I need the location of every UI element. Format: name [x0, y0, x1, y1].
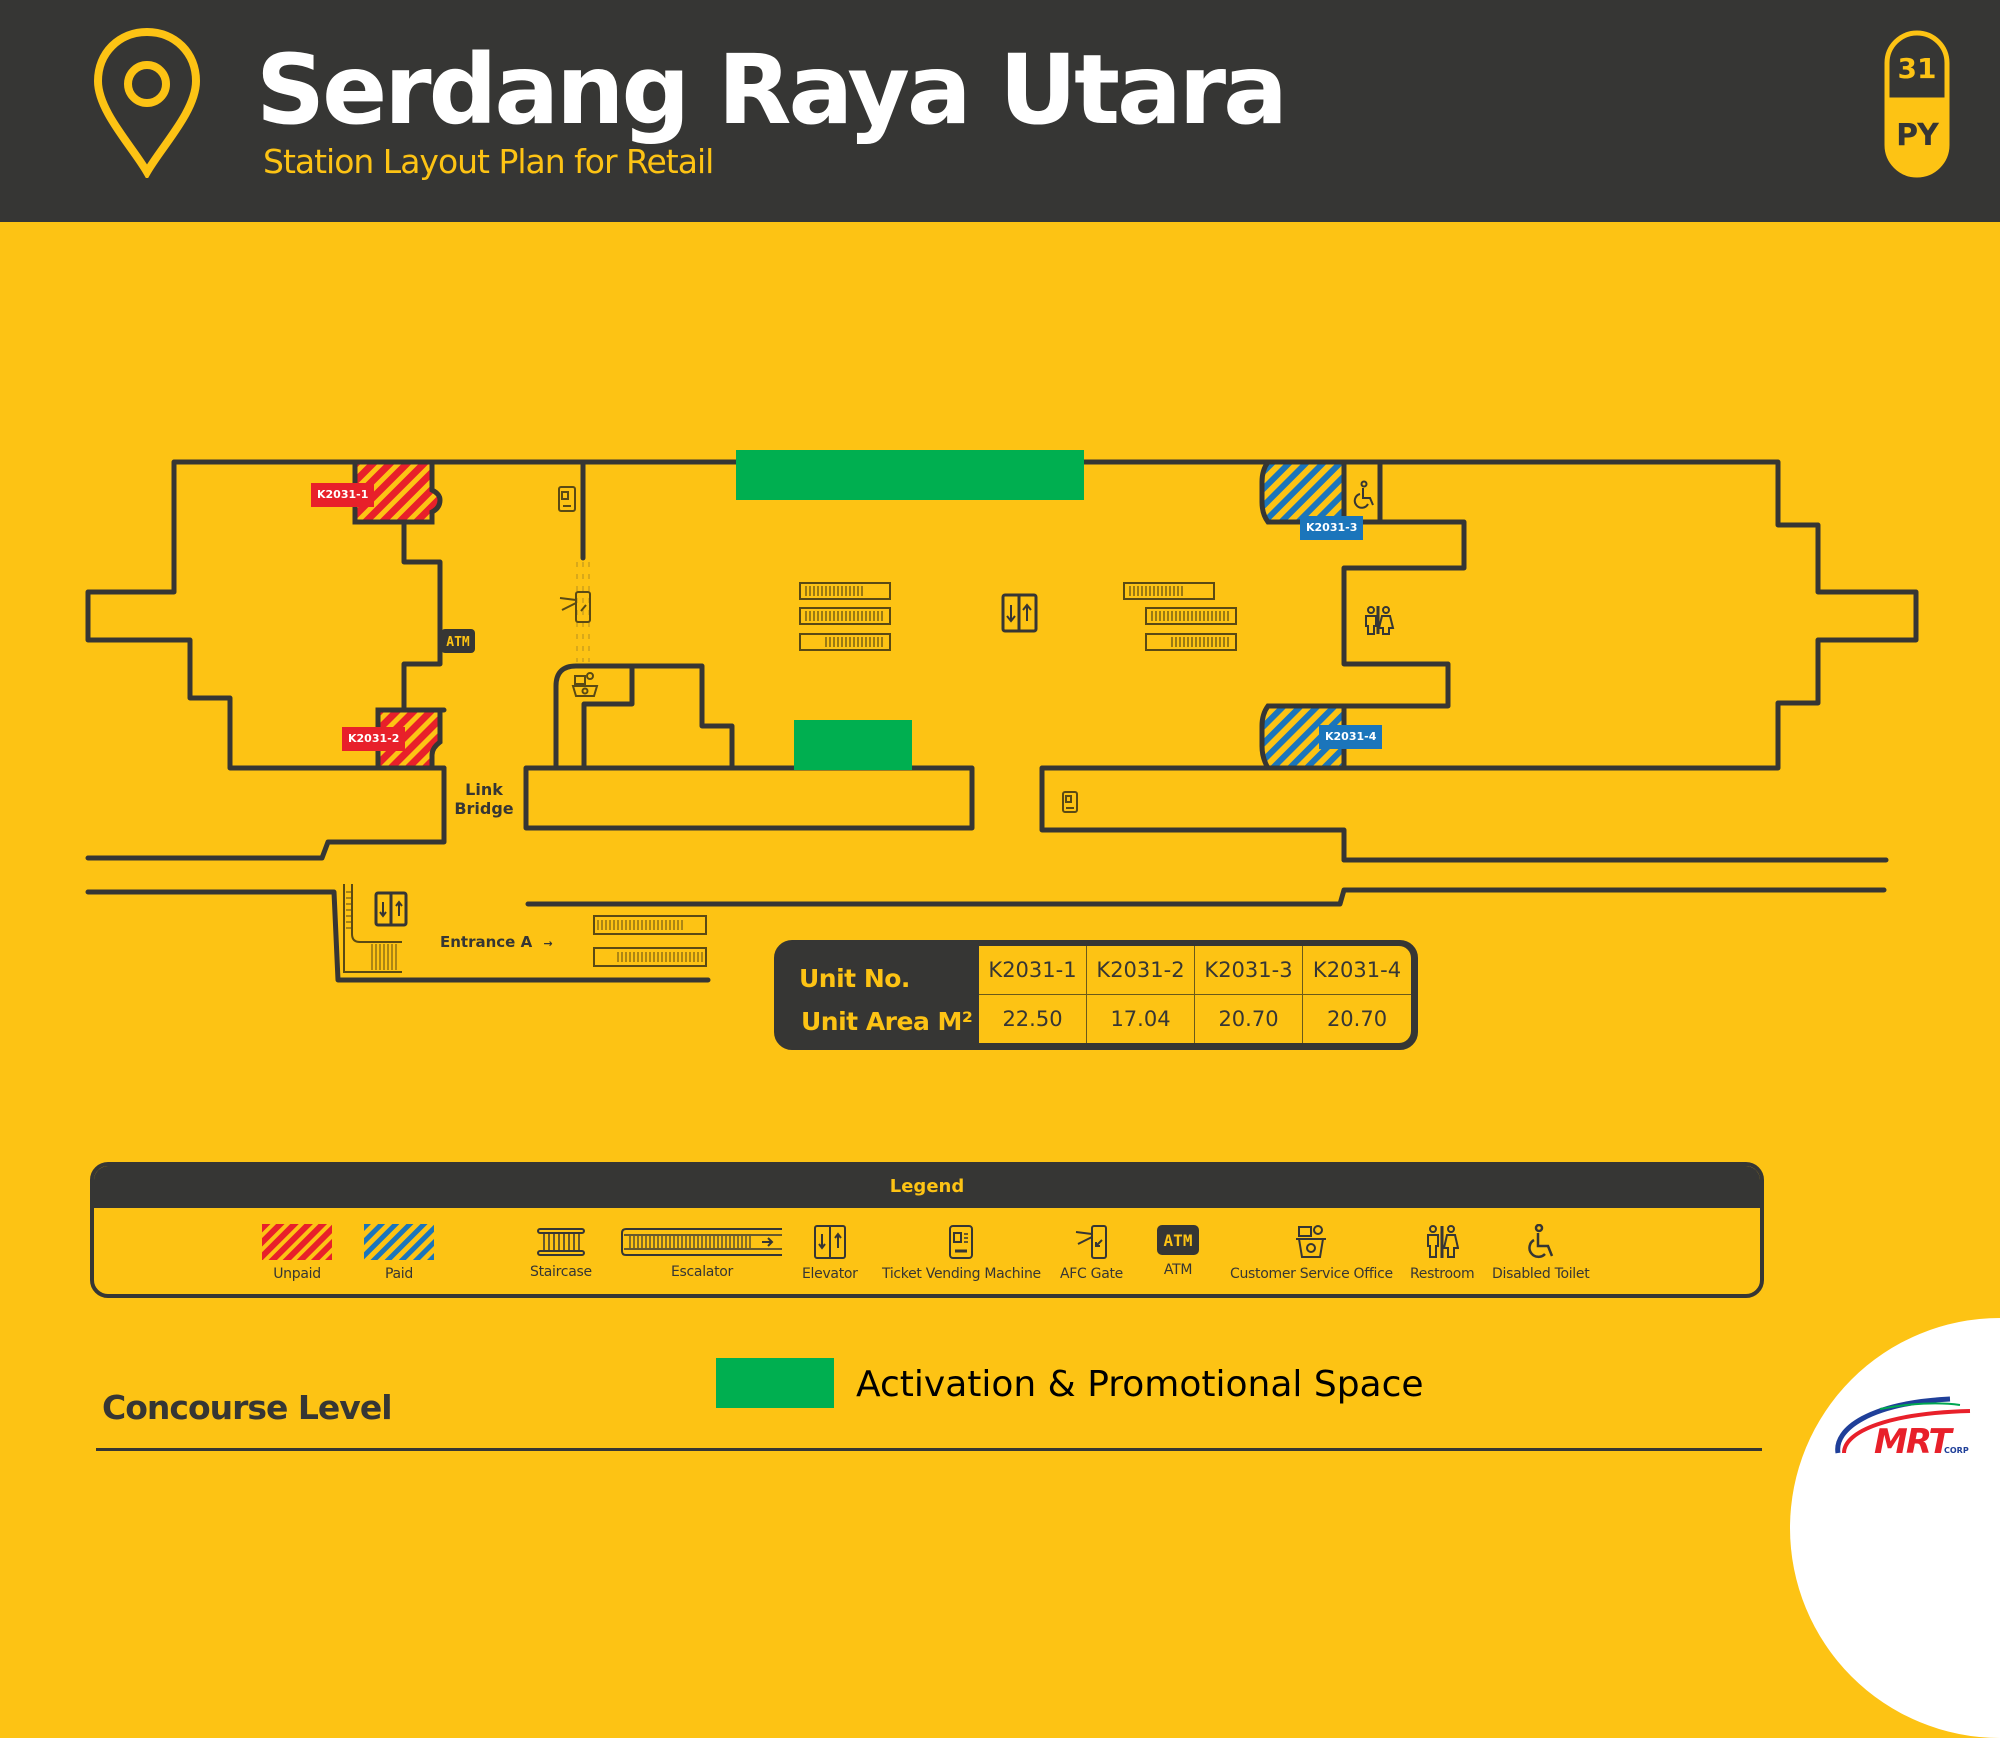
legend-item-customer-service-office: Customer Service Office	[1230, 1224, 1393, 1282]
ticket-vending-machine-icon	[558, 486, 576, 512]
page-subtitle: Station Layout Plan for Retail	[263, 142, 714, 181]
ticket-vending-machine-icon	[1062, 791, 1078, 813]
station-code-badge: 31 PY	[1884, 30, 1950, 178]
kiosk-label-k2031-4: K2031-4	[1319, 725, 1383, 749]
legend-item-elevator: Elevator	[802, 1224, 858, 1282]
escalator-icon	[1123, 582, 1237, 651]
kiosk-k2031-4-area	[1259, 703, 1347, 771]
unit-no-cell: K2031-3	[1195, 946, 1303, 995]
kiosk-k2031-1-area	[352, 459, 443, 525]
customer-service-icon	[1296, 1225, 1327, 1258]
ticket-vending-machine-icon	[949, 1225, 974, 1259]
afc-gate-icon	[1075, 1225, 1107, 1259]
restroom-icon	[1365, 606, 1395, 635]
unit-area-header: Unit Area M²	[801, 1007, 973, 1036]
elevator-icon	[813, 1225, 846, 1259]
floor-plan: ATM	[85, 450, 1919, 983]
legend-item-restroom: Restroom	[1410, 1224, 1475, 1282]
legend-item-unpaid: Unpaid	[262, 1224, 332, 1282]
kiosk-k2031-3-area	[1259, 459, 1347, 525]
station-code-line: PY	[1896, 118, 1939, 153]
legend-title: Legend	[889, 1176, 965, 1197]
link-bridge-label: Link Bridge	[454, 780, 514, 818]
unit-area-cell: 17.04	[1087, 994, 1195, 1043]
promo-space-bottom	[794, 720, 912, 770]
legend-item-staircase: Staircase	[530, 1226, 592, 1280]
header-bar: Serdang Raya Utara Station Layout Plan f…	[0, 0, 2000, 222]
station-name: Serdang Raya Utara	[256, 34, 1288, 146]
disabled-toilet-icon	[1527, 1224, 1553, 1259]
unit-no-cell: K2031-2	[1087, 946, 1195, 995]
unit-area-cell: 20.70	[1195, 994, 1303, 1043]
kiosk-label-k2031-2: K2031-2	[342, 727, 406, 751]
elevator-icon	[1001, 593, 1038, 633]
svg-text:MRT: MRT	[1874, 1422, 1954, 1462]
legend-header	[94, 1166, 1760, 1208]
map-pin-icon	[93, 27, 201, 178]
restroom-icon	[1427, 1225, 1460, 1258]
station-code-number: 31	[1897, 52, 1937, 85]
paid-swatch	[364, 1224, 434, 1260]
staircase-icon	[343, 884, 402, 973]
customer-service-icon	[571, 672, 599, 697]
legend-item-escalator: Escalator	[620, 1226, 784, 1280]
escalator-icon	[799, 582, 891, 651]
unit-no-cell: K2031-1	[979, 946, 1087, 995]
afc-gate-icon	[559, 591, 591, 623]
kiosk-label-k2031-3: K2031-3	[1300, 516, 1364, 540]
atm-icon: ATM	[1157, 1225, 1199, 1255]
promo-space-swatch	[716, 1358, 834, 1408]
legend-item-ticket-vending-machine: Ticket Vending Machine	[882, 1224, 1041, 1282]
legend-item-disabled-toilet: Disabled Toilet	[1492, 1224, 1590, 1282]
kiosk-k2031-2-area	[375, 707, 443, 771]
staircase-icon	[536, 1228, 585, 1256]
entrance-a-label: Entrance A →	[440, 933, 553, 951]
legend-panel: Legend Unpaid Paid Staircase Escalator	[90, 1162, 1764, 1298]
disabled-toilet-icon	[1353, 480, 1374, 509]
elevator-icon	[374, 891, 408, 927]
unit-table: Unit No. Unit Area M² K2031-1 K2031-2 K2…	[774, 940, 1418, 1050]
svg-text:CORP: CORP	[1944, 1446, 1969, 1455]
escalator-icon	[593, 915, 707, 967]
divider	[96, 1448, 1762, 1451]
legend-item-afc-gate: AFC Gate	[1060, 1224, 1123, 1282]
atm-icon: ATM	[441, 629, 475, 653]
promo-space-top	[736, 450, 1084, 500]
legend-item-paid: Paid	[364, 1224, 434, 1282]
promo-space-label: Activation & Promotional Space	[856, 1364, 1424, 1405]
unit-no-header: Unit No.	[799, 964, 910, 993]
unit-area-cell: 22.50	[979, 994, 1087, 1043]
unit-no-cell: K2031-4	[1303, 946, 1411, 995]
unit-area-cell: 20.70	[1326, 1006, 1388, 1031]
svg-text:ATM: ATM	[446, 635, 470, 650]
legend-item-atm: ATM ATM	[1156, 1224, 1200, 1278]
svg-text:ATM: ATM	[1164, 1231, 1193, 1250]
level-label: Concourse Level	[102, 1388, 393, 1427]
unpaid-swatch	[262, 1224, 332, 1260]
escalator-icon	[621, 1228, 782, 1256]
kiosk-label-k2031-1: K2031-1	[311, 483, 375, 507]
mrt-corp-logo: MRT CORP	[1835, 1396, 1971, 1462]
